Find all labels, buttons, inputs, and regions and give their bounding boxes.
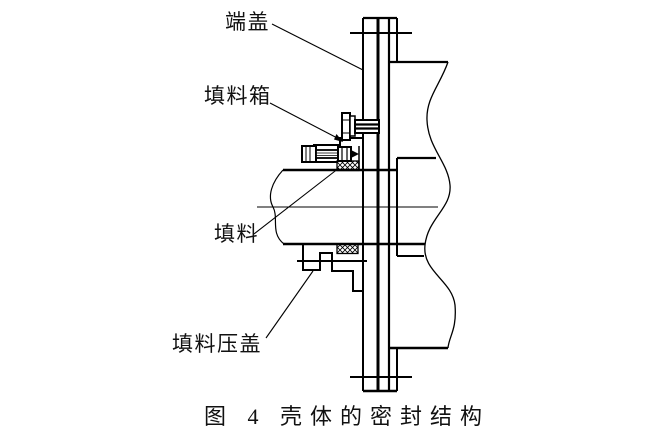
packing-ring-upper [336,160,360,172]
label-packing: 填料 [214,222,259,246]
figure-caption: 图 4 壳体的密封结构 [204,404,491,429]
packing-gland-profile [302,244,363,292]
end-cover-plate [362,16,398,393]
housing-break-line [424,61,456,349]
packing-ring-lower [336,243,359,255]
leader-packing [253,167,340,235]
gland-stud-bolt [301,145,359,163]
end-cover-bolt [341,112,380,141]
label-stuffing-box: 填料箱 [204,84,272,108]
leader-end-cover [271,23,364,71]
housing-wall [388,60,456,350]
label-packing-gland: 填料压盖 [172,332,262,356]
shaft [257,168,438,246]
leader-packing-gland [265,270,314,339]
leader-stuffing-box [269,102,344,142]
label-end-cover: 端盖 [225,10,270,34]
leader-arrowhead [334,134,343,142]
leader-lines [253,23,364,339]
